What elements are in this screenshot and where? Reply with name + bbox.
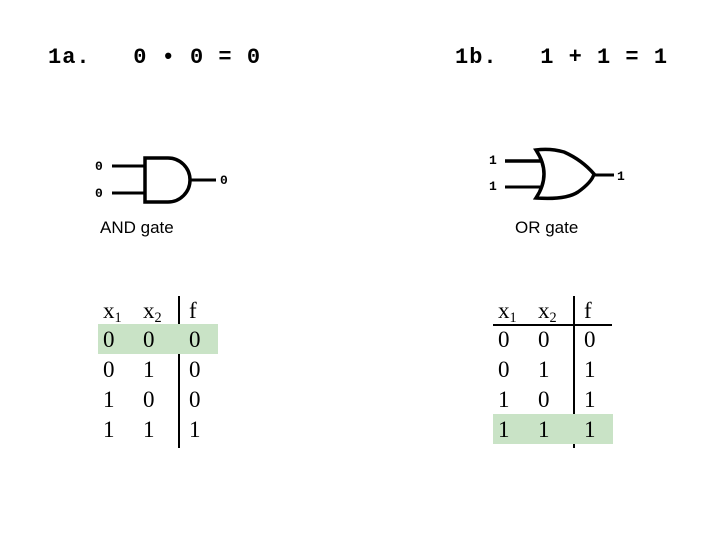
cell-x2: 0 (538, 386, 550, 412)
header-x2-subscript: 2 (549, 309, 557, 326)
and-truth-table: x1 x2 f 0 0 0 0 1 0 1 0 0 1 1 1 (98, 296, 218, 448)
header-x1-subscript: 1 (114, 309, 122, 326)
cell-x1: 1 (103, 386, 115, 412)
cell-x1: 0 (103, 356, 115, 382)
and-input-2-label: 0 (95, 186, 103, 201)
cell-f: 1 (584, 416, 596, 442)
cell-x1: 0 (103, 326, 115, 352)
table-row: 0 1 0 (98, 354, 218, 384)
and-gate-panel: 0 0 0 AND gate (0, 130, 360, 390)
cell-f: 0 (189, 386, 201, 412)
table-row: 1 1 1 (493, 414, 613, 444)
cell-x2: 0 (538, 326, 550, 352)
and-gate-caption: AND gate (100, 218, 174, 237)
cell-x1: 1 (498, 416, 510, 442)
column-separator-rule (178, 296, 180, 448)
cell-x1: 0 (498, 326, 510, 352)
header-x2-text: x (143, 297, 155, 323)
or-output-label: 1 (617, 169, 625, 184)
cell-f: 1 (584, 386, 596, 412)
table-row: 0 0 0 (493, 324, 613, 354)
header-f: f (189, 297, 197, 323)
or-input-2-label: 1 (489, 179, 497, 194)
header-x1: x1 (98, 297, 138, 326)
cell-f: 1 (189, 416, 201, 442)
table-row: 0 1 1 (493, 354, 613, 384)
cell-f: 0 (584, 326, 596, 352)
cell-x2: 1 (143, 416, 155, 442)
header-rule (493, 324, 612, 326)
table-row: 1 1 1 (98, 414, 218, 444)
cell-f: 1 (584, 356, 596, 382)
equation-heading-1b: 1b. 1 + 1 = 1 (455, 45, 669, 70)
cell-x2: 1 (538, 356, 550, 382)
and-gate-icon (112, 156, 216, 204)
or-truth-table: x1 x2 f 0 0 0 0 1 1 1 0 1 1 1 1 (493, 296, 613, 448)
cell-x1: 1 (103, 416, 115, 442)
table-row: 1 0 1 (493, 384, 613, 414)
or-gate-icon (505, 147, 614, 201)
header-x2: x2 (533, 297, 573, 326)
cell-f: 0 (189, 356, 201, 382)
and-input-1-label: 0 (95, 159, 103, 174)
cell-x2: 1 (143, 356, 155, 382)
header-x1-subscript: 1 (509, 309, 517, 326)
header-x2-subscript: 2 (154, 309, 162, 326)
header-x1: x1 (493, 297, 533, 326)
column-separator-rule (573, 296, 575, 448)
or-input-1-label: 1 (489, 153, 497, 168)
header-f: f (584, 297, 592, 323)
cell-x2: 0 (143, 386, 155, 412)
header-x2-text: x (538, 297, 550, 323)
header-x1-text: x (498, 297, 510, 323)
cell-x1: 1 (498, 386, 510, 412)
cell-x1: 0 (498, 356, 510, 382)
or-gate-caption: OR gate (515, 218, 579, 237)
cell-x2: 0 (143, 326, 155, 352)
and-output-label: 0 (220, 173, 228, 188)
table-row: 0 0 0 (98, 324, 218, 354)
table-header-row: x1 x2 f (493, 296, 613, 326)
table-header-row: x1 x2 f (98, 296, 218, 326)
or-gate-panel: 1 1 1 OR gate (360, 130, 720, 390)
cell-x2: 1 (538, 416, 550, 442)
equation-heading-1a: 1a. 0 • 0 = 0 (48, 45, 262, 70)
header-x2: x2 (138, 297, 178, 326)
cell-f: 0 (189, 326, 201, 352)
table-row: 1 0 0 (98, 384, 218, 414)
header-x1-text: x (103, 297, 115, 323)
